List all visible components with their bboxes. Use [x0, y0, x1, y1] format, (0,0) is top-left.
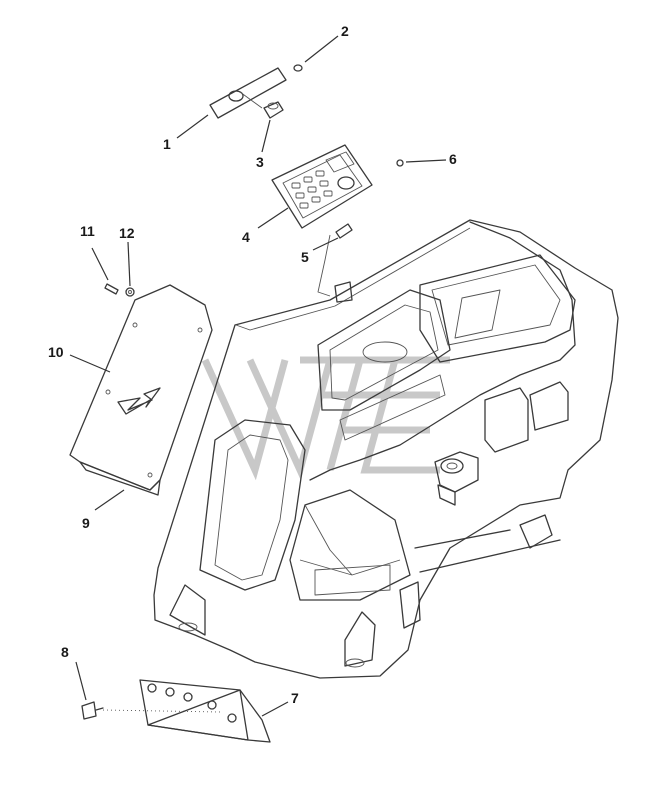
callout-3: 3 — [256, 154, 264, 170]
callout-9: 9 — [82, 515, 90, 531]
callout-labels: 1 2 3 4 5 6 7 8 9 10 11 12 — [48, 23, 457, 706]
callout-4: 4 — [242, 229, 250, 245]
callout-8: 8 — [61, 644, 69, 660]
keypad-plate — [271, 144, 373, 229]
callout-10: 10 — [48, 344, 64, 360]
callout-6: 6 — [449, 151, 457, 167]
switch-bracket — [209, 67, 287, 119]
callout-7: 7 — [291, 690, 299, 706]
angle-bracket — [139, 679, 271, 743]
console-housing — [153, 219, 619, 679]
callout-11: 11 — [80, 223, 95, 239]
callout-2: 2 — [341, 23, 349, 39]
leader-lines — [69, 35, 447, 717]
hardware-parts — [81, 64, 404, 720]
watermark-logo — [201, 356, 450, 481]
side-cover-panel — [69, 284, 213, 496]
callout-5: 5 — [301, 249, 309, 265]
lightning-bolt-icon — [117, 387, 161, 415]
callout-1: 1 — [163, 136, 171, 152]
callout-12: 12 — [119, 225, 135, 241]
